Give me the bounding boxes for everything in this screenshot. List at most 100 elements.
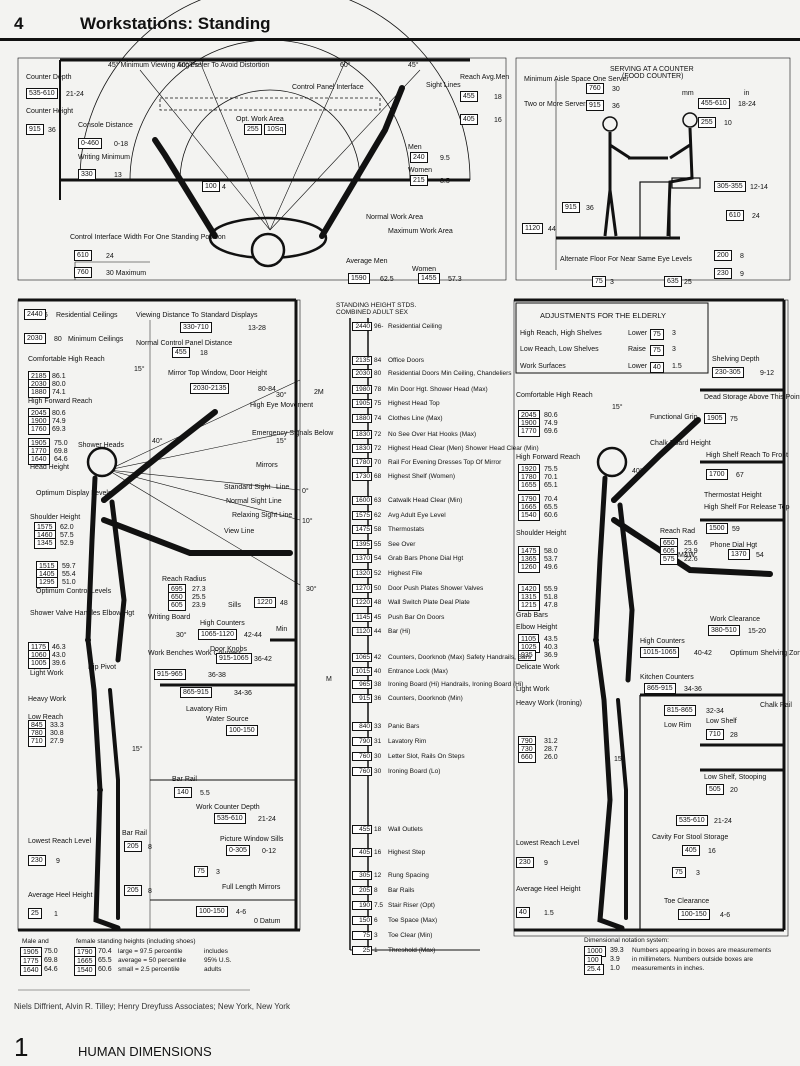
std-mm: 1600 (352, 496, 372, 505)
legend-note: 95% U.S. (204, 957, 232, 964)
std-in: 55 (374, 541, 382, 548)
serving-label: mm (682, 90, 694, 97)
elev-right-label: 59 (732, 526, 740, 533)
std-desc: Highest Step (388, 849, 426, 856)
page-number: 4 (14, 14, 24, 33)
elev-right-label: Heavy Work (Ironing) (516, 700, 583, 707)
elev-left-label: Mirrors (256, 462, 278, 469)
std-mm: 1880 (352, 414, 372, 423)
std-in: 7.5 (374, 902, 384, 909)
elev-left-label: Reach Radius (162, 576, 206, 583)
elev-right-label: Thermostat Height (704, 492, 762, 499)
std-in: 74 (374, 415, 382, 422)
elev-left-label: 51.0 (62, 579, 76, 586)
elev-right-label: Shelving Depth (712, 356, 760, 363)
std-in: 38 (374, 681, 382, 688)
elev-right-label: Light Work (516, 686, 550, 693)
std-mm: 915 (352, 694, 372, 703)
view-line-60r (269, 61, 346, 231)
std-mm: 1120 (352, 627, 372, 636)
elev-left-label: 80-84 (258, 386, 276, 393)
std-desc: Stair Riser (Opt) (388, 902, 435, 909)
elev-left-label: 64.6 (54, 456, 68, 463)
plan-dimension-box: 455 (460, 91, 478, 102)
elev-left-label: Average Heel Height (28, 892, 93, 899)
elev-left-label: Min (276, 626, 288, 633)
legend-notation-note: Numbers appearing in boxes are measureme… (632, 947, 772, 954)
serving-label: Two or More Servers (524, 101, 589, 108)
elderly-row-mm: 75 (650, 345, 664, 356)
elev-right-label: 26.0 (544, 754, 558, 761)
elev-right-label: 75.5 (544, 466, 558, 473)
plan-label: 16 (494, 117, 502, 124)
serving-label: 25 (684, 279, 692, 286)
elev-left-label: Shoulder Height (30, 514, 81, 521)
std-in: 30 (374, 768, 382, 775)
plan-label: 45° (408, 62, 419, 69)
elev-right-dimension-box: 1655 (518, 480, 540, 491)
elev-left-label: 55.4 (62, 571, 76, 578)
legend-female-in: 65.5 (98, 957, 112, 964)
section-title: HUMAN DIMENSIONS (78, 1044, 212, 1059)
elev-left-dimension-box: 100-150 (226, 725, 258, 736)
plan-label: Counter Depth (26, 74, 72, 81)
elev-right-dimension-box: 1015-1065 (640, 647, 680, 658)
elev-left-dimension-box: 2440 (24, 309, 46, 320)
elev-right-label: 49.6 (544, 564, 558, 571)
elev-right-dimension-box: 1500 (706, 523, 728, 534)
elev-left-dimension-box: 205 (124, 885, 142, 896)
elev-left-label: Shower Heads (78, 442, 124, 449)
elev-left-label: 25.5 (192, 594, 206, 601)
elev-right-label: 31.2 (544, 738, 558, 745)
elev-left-label: 69.3 (52, 426, 66, 433)
elev-right-dimension-box: 230 (516, 857, 534, 868)
legend-title-a: Male and (22, 938, 49, 945)
serving-label: 44 (548, 226, 556, 233)
plan-dimension-box: 1455 (418, 273, 440, 284)
elev-left-dimension-box: 330-710 (180, 322, 212, 333)
elderly-row-label: Low Reach, Low Shelves (520, 346, 599, 353)
forward-arm-left (101, 517, 293, 556)
elev-left-label: 9 (56, 858, 60, 865)
elev-left-dimension-box: 605 (168, 600, 186, 611)
std-mm: 1730 (352, 472, 372, 481)
elev-right-label: 15° (614, 756, 625, 763)
elev-right-label: 16 (708, 848, 716, 855)
elev-left-dimension-box: 230 (28, 855, 46, 866)
elev-left-label: 13-28 (248, 325, 266, 332)
serving-dimension-box: 915 (586, 100, 604, 111)
elev-left-dimension-box: 205 (124, 841, 142, 852)
std-desc: No See Over Hat Hooks (Max) (388, 431, 477, 438)
plan-dimension-box: 0-460 (78, 138, 102, 149)
std-desc: Counters, Doorknob (Max) Safety Handrail… (388, 654, 532, 661)
std-in: 18 (374, 826, 382, 833)
plan-dimension-box: 330 (78, 169, 96, 180)
elev-right-label: 23.9 (684, 548, 698, 555)
elev-left-label: Mirror Top Window, Door Height (168, 370, 268, 377)
legend-notation-in: 1.0 (610, 965, 620, 972)
elev-left-label: Head Height (30, 464, 69, 471)
elev-right-label: High Counters (640, 638, 685, 645)
elev-right-label: Cavity For Stool Storage (652, 834, 729, 841)
std-in: 30 (374, 753, 382, 760)
elev-right-dimension-box: 1770 (518, 426, 540, 437)
serving-label: SERVING AT A COUNTER (610, 66, 694, 73)
elev-left-label: Water Source (206, 716, 249, 723)
serving-dimension-box: 760 (586, 83, 604, 94)
elev-left-label: Optimum Control Levels (36, 588, 112, 595)
std-in: 52 (374, 570, 382, 577)
std-subtitle: COMBINED ADULT SEX (336, 309, 408, 316)
elev-right-label: 67 (736, 472, 744, 479)
std-mm: 305 (352, 871, 372, 880)
elev-right-label: Optimum Shelving Zone (730, 650, 800, 657)
elev-left-label: 62.0 (60, 524, 74, 531)
elev-left-label: 0 Datum (254, 918, 281, 925)
elev-left-label: Minimum Ceilings (68, 336, 124, 343)
elev-left-label: 15° (132, 746, 143, 753)
plan-dimension-box: 1590 (348, 273, 370, 284)
elev-right-label: 60.6 (544, 512, 558, 519)
